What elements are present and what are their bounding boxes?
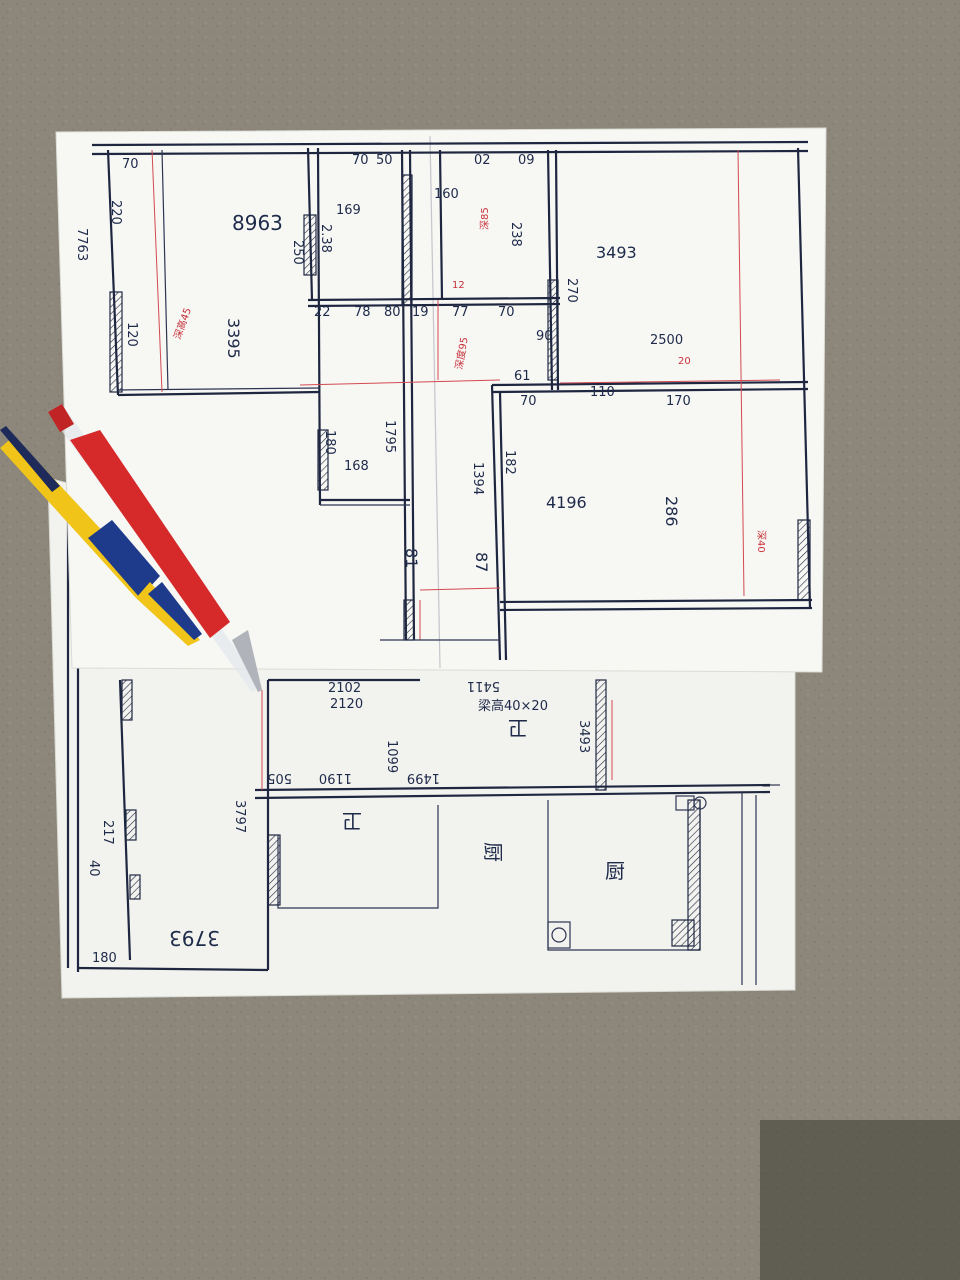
upper-red-note-2: 深85 xyxy=(479,207,491,230)
room-label-2: 卫 xyxy=(508,716,528,740)
upper-dim-3: 7763 xyxy=(74,228,89,261)
upper-dim-12: 160 xyxy=(434,187,459,202)
upper-dim-35: 182 xyxy=(502,450,517,475)
upper-dim-21: 19 xyxy=(412,305,429,320)
upper-dim-30: 20 xyxy=(678,356,691,367)
upper-dim-22: 77 xyxy=(452,305,469,320)
upper-dim-29: 170 xyxy=(666,394,691,409)
lower-dim-8: 1499 xyxy=(407,770,440,785)
upper-dim-32: 1795 xyxy=(382,420,397,453)
upper-dim-18: 22 xyxy=(314,305,331,320)
upper-dim-13: 02 xyxy=(474,153,491,168)
upper-dim-20: 80 xyxy=(384,305,401,320)
upper-dim-39: 81 xyxy=(402,548,421,568)
upper-dim-5: 3395 xyxy=(224,318,243,359)
upper-dim-19: 78 xyxy=(354,305,371,320)
lower-dim-4: 5411 xyxy=(467,678,500,693)
lower-dim-12: 40 xyxy=(86,860,101,877)
lower-dim-11: 180 xyxy=(92,951,117,966)
upper-dim-16: 3493 xyxy=(596,243,637,262)
lower-note-1: 梁高40×20 xyxy=(478,698,548,714)
upper-dim-4: 120 xyxy=(124,322,139,347)
shadow-bottom-right xyxy=(760,1120,960,1280)
upper-dim-6: 8963 xyxy=(232,211,283,235)
yellow-pen xyxy=(0,426,202,646)
lower-dim-5: 3493 xyxy=(576,720,591,753)
upper-dim-1: 70 xyxy=(122,157,139,172)
upper-red-note-5: 深40 xyxy=(755,530,767,553)
upper-dim-15: 238 xyxy=(508,222,523,247)
upper-dim-36: 4196 xyxy=(546,493,587,512)
upper-dim-8: 250 xyxy=(290,240,305,265)
room-label-1: 卫 xyxy=(342,809,362,833)
upper-dim-33: 168 xyxy=(344,459,369,474)
upper-dim-38: 87 xyxy=(472,552,491,572)
lower-dim-6: 505 xyxy=(267,770,292,785)
upper-red-note-4: 12 xyxy=(452,280,465,291)
lower-dim-10: 3793 xyxy=(169,926,220,950)
upper-dim-2: 220 xyxy=(108,200,123,225)
upper-dim-14: 09 xyxy=(518,153,535,168)
red-pen xyxy=(48,404,262,692)
room-label-4: 厨 xyxy=(605,859,625,883)
upper-dim-7: 169 xyxy=(336,203,361,218)
upper-dim-10: 70 xyxy=(352,153,369,168)
upper-dim-28: 110 xyxy=(590,385,615,400)
lower-dim-3: 1099 xyxy=(384,740,399,773)
upper-dim-24: 90 xyxy=(536,329,553,344)
room-label-3: 厨 xyxy=(481,842,505,862)
lower-dim-2: 2120 xyxy=(330,697,363,712)
upper-dim-27: 70 xyxy=(520,394,537,409)
upper-dim-25: 2500 xyxy=(650,333,683,348)
upper-dim-26: 61 xyxy=(514,369,531,384)
upper-sheet: 70 220 7763 120 3395 8963 169 250 2.38 7… xyxy=(55,127,827,673)
lower-dim-9: 3797 xyxy=(232,800,247,833)
upper-dim-37: 286 xyxy=(662,496,681,527)
upper-dim-31: 180 xyxy=(322,430,337,455)
upper-dim-11: 50 xyxy=(376,153,393,168)
upper-dim-17: 270 xyxy=(564,278,579,303)
upper-dim-9: 2.38 xyxy=(318,224,333,253)
upper-dim-34: 1394 xyxy=(470,462,485,495)
lower-dim-7: 1190 xyxy=(319,770,352,785)
lower-dim-1: 2102 xyxy=(328,681,361,696)
lower-dim-13: 217 xyxy=(100,820,115,845)
upper-dim-23: 70 xyxy=(498,305,515,320)
